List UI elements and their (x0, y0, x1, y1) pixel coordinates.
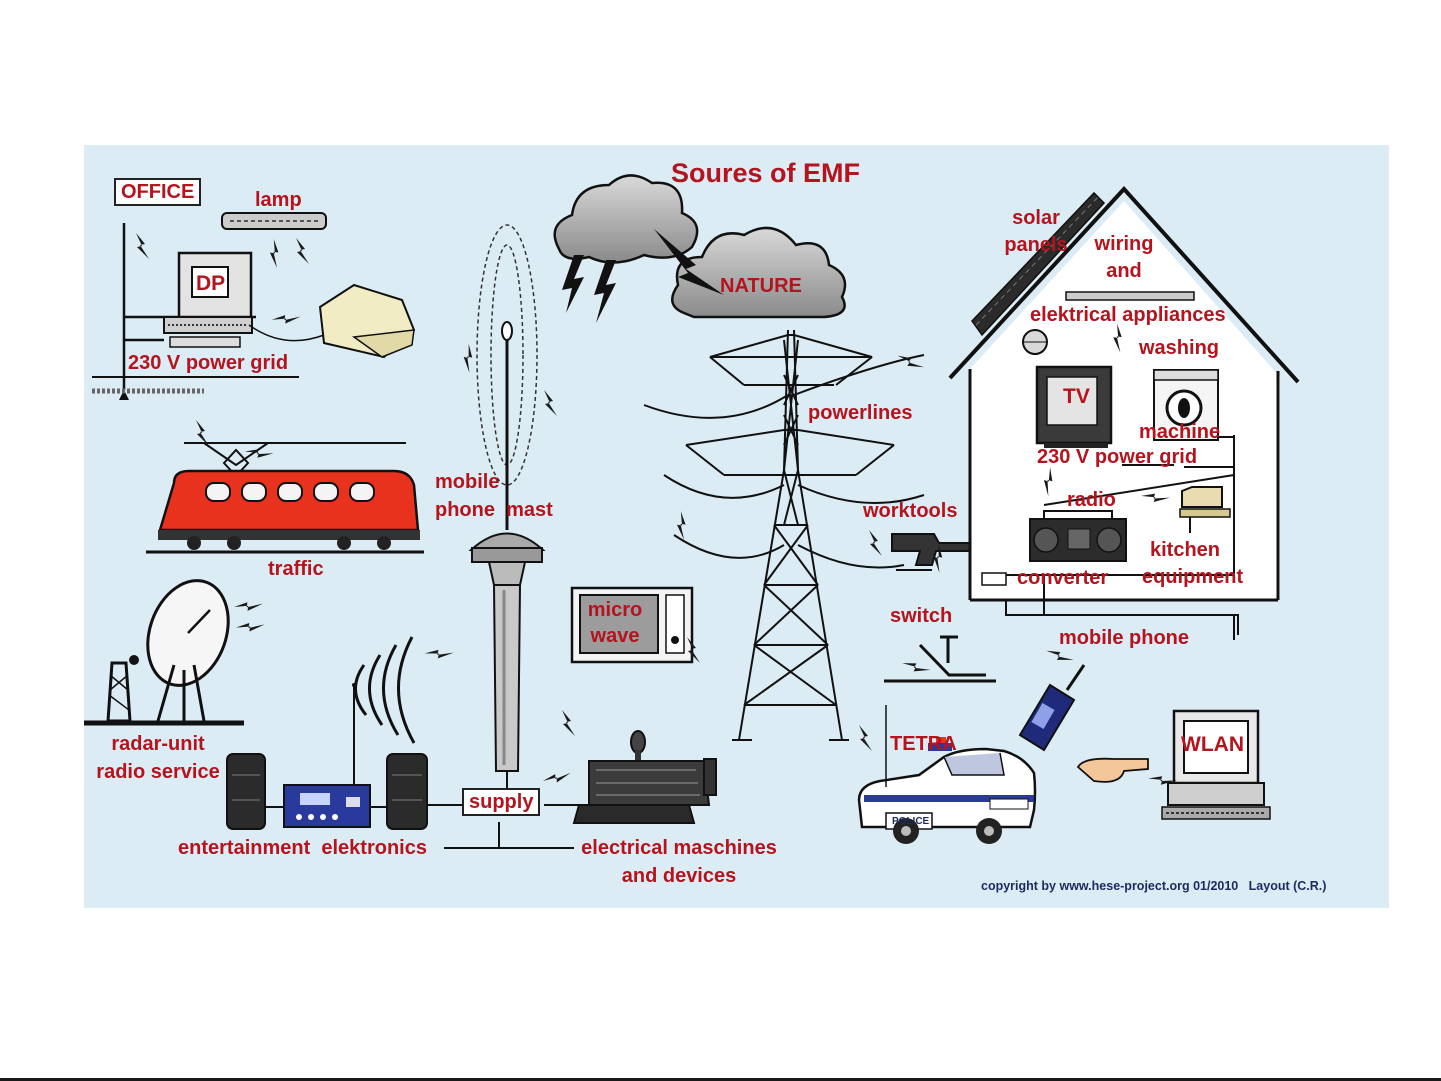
entertainment-electronics-label: entertainment elektronics (178, 837, 427, 859)
washing-machine-label: washing (1139, 337, 1220, 359)
radar-dish-icon (84, 579, 244, 726)
traffic-label: traffic (268, 558, 324, 580)
microwave-icon (570, 586, 694, 664)
house-power-grid-label: 230 V power grid (1037, 446, 1198, 468)
lamp-icon (221, 212, 327, 230)
wlan-computer-icon (1076, 709, 1271, 820)
electric-motor-icon (572, 730, 717, 824)
lamp-label: lamp (255, 189, 302, 211)
wiring-label: wiring and (1094, 233, 1154, 282)
supply-label: supply (462, 788, 541, 816)
powerlines-label: powerlines (808, 402, 913, 424)
tv-label: TV (1063, 385, 1090, 408)
computer-icon (163, 251, 253, 348)
office-label: OFFICE (114, 178, 202, 206)
office-power-grid-label: 230 V power grid (128, 352, 289, 374)
train-icon (146, 442, 424, 554)
illustration (84, 174, 1300, 849)
police-car-icon (857, 705, 1037, 844)
mobile-phone-icon (1018, 664, 1086, 752)
kitchen-equipment-label: kitchen equipment (1142, 539, 1244, 588)
mobile-mast-label: mobile phone mast (435, 471, 553, 521)
switch-label: switch (890, 605, 953, 627)
mobile-phone-mast-icon (354, 224, 546, 795)
diagram-title: Soures of EMF (671, 158, 861, 188)
bottom-border (0, 1078, 1441, 1081)
worktools-label: worktools (863, 500, 958, 522)
microwave-label: micro wave (587, 599, 643, 647)
diagram-panel: Soures of EMF OFFICE lamp DP 230 V power… (84, 145, 1389, 908)
radio-label: radio (1067, 489, 1116, 511)
radar-unit-label: radar-unit radio service (96, 733, 220, 783)
power-pylon-icon (643, 329, 925, 741)
washing-machine-icon (1153, 369, 1219, 441)
washing-machine-label-2: machine (1139, 421, 1221, 443)
office-scene (92, 212, 416, 400)
radio-icon (1029, 510, 1127, 562)
dp-label: DP (196, 272, 226, 295)
electrical-appliances-label: elektrical appliances (1030, 304, 1226, 326)
tv-icon (1035, 365, 1113, 448)
converter-label: converter (1017, 567, 1109, 589)
wlan-label: WLAN (1181, 733, 1244, 756)
kitchen-appliance-icon (1179, 486, 1231, 533)
storm-clouds-icon (553, 174, 847, 323)
tetra-label: TETRA (890, 733, 957, 755)
printer-icon (248, 283, 416, 359)
solar-panels-label: solar panels (1004, 207, 1068, 256)
police-label: POLICE (892, 816, 930, 827)
mobile-phone-label: mobile phone (1059, 627, 1189, 649)
stereo-system-icon (226, 683, 464, 830)
nature-label: NATURE (720, 275, 802, 297)
copyright-notice: copyright by www.hese-project.org 01/201… (981, 879, 1327, 893)
light-switch-icon (884, 615, 1235, 683)
electrical-machines-label: electrical maschines and devices (581, 837, 777, 887)
